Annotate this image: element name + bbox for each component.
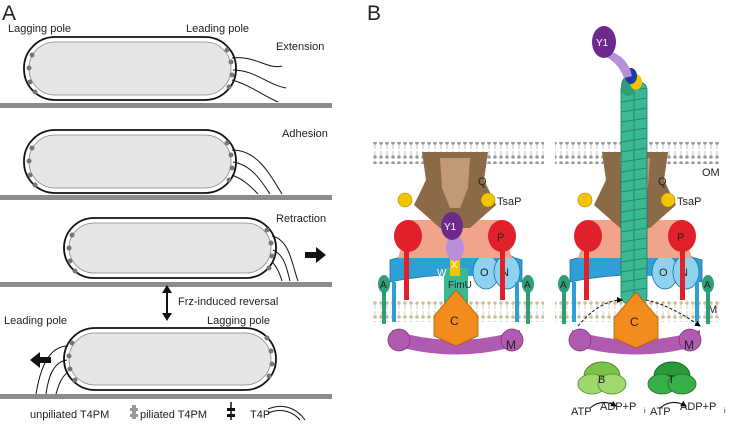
stage-retraction-label: Retraction <box>276 213 326 225</box>
panel-b: B OM IM M O N P <box>367 2 726 418</box>
energy-arrow-t <box>659 400 687 409</box>
protein-fimu-left: FimU <box>448 280 472 291</box>
leading-pole-bottom-label: Leading pole <box>4 315 67 327</box>
protein-q-left: Q <box>478 176 487 188</box>
substrate-3 <box>0 282 332 287</box>
panel-a: A Lagging pole Leading pole Extension <box>0 2 332 421</box>
substrate-4 <box>0 394 332 399</box>
protein-m-right: M <box>684 338 694 352</box>
reversal-label: Frz-induced reversal <box>178 296 278 308</box>
adp-t-label: ADP+P <box>680 401 716 413</box>
substrate-2 <box>0 195 332 200</box>
atp-b-label: ATP <box>571 406 592 418</box>
dashed-arrow-right <box>645 299 701 327</box>
legend: unpiliated T4PM piliated T4PM T4P <box>30 402 306 421</box>
protein-c-left: C <box>450 314 459 328</box>
legend-t4p: T4P <box>250 409 270 421</box>
protein-x-left: X <box>451 260 458 271</box>
atpase-t: T <box>647 361 697 395</box>
protein-a-right-2: A <box>704 280 711 291</box>
dashed-arrow-left <box>577 297 623 327</box>
protein-p-left: P <box>497 232 504 244</box>
legend-unpiliated: unpiliated T4PM <box>30 409 109 421</box>
protein-b: B <box>598 374 605 386</box>
adp-b-label: ADP+P <box>600 401 636 413</box>
protein-q-right: Q <box>658 176 667 188</box>
t4p-icon <box>267 405 306 421</box>
adp-t-subscript: i <box>724 408 726 415</box>
protein-y1-left: Y1 <box>444 222 457 233</box>
motion-arrow-left <box>30 352 51 368</box>
protein-c-right: C <box>630 315 639 329</box>
panel-b-label: B <box>367 2 381 25</box>
pilin-a-left <box>378 275 534 324</box>
machine-piliated: M O N P Q TsaP <box>558 26 714 355</box>
cell-reversed <box>35 327 277 395</box>
cell-retraction <box>63 217 299 282</box>
pilus-fiber <box>620 81 648 305</box>
protein-o-right: O <box>659 267 668 279</box>
protein-m-left: M <box>506 338 516 352</box>
substrate-1 <box>0 103 332 108</box>
cell-adhesion <box>23 129 283 195</box>
pilin-a-right <box>558 275 714 324</box>
protein-tsap-right: TsaP <box>677 196 701 208</box>
lagging-pole-label: Lagging pole <box>8 23 71 35</box>
panel-a-label: A <box>2 2 16 25</box>
leading-pole-label: Leading pole <box>186 23 249 35</box>
protein-a-right-1: A <box>560 280 567 291</box>
energy-arrow-b <box>589 400 617 409</box>
legend-piliated: piliated T4PM <box>140 409 207 421</box>
protein-p-right: P <box>677 232 684 244</box>
adp-b-subscript: i <box>644 408 646 415</box>
piliated-t4pm-icon <box>130 405 138 419</box>
machine-unpiliated: M O N P Q TsaP Y1 <box>378 152 534 355</box>
stage-extension-label: Extension <box>276 41 324 53</box>
atpase-b: B <box>577 361 627 395</box>
protein-a-left-2: A <box>524 280 531 291</box>
atp-t-label: ATP <box>650 406 671 418</box>
protein-w-left: W <box>437 268 447 279</box>
protein-tsap-left: TsaP <box>497 196 521 208</box>
protein-o-left: O <box>480 267 489 279</box>
lagging-pole-bottom-label: Lagging pole <box>207 315 270 327</box>
protein-a-left-1: A <box>380 280 387 291</box>
motion-arrow-right <box>305 247 326 263</box>
t4pm-symbol-icon <box>227 402 235 420</box>
stage-adhesion-label: Adhesion <box>282 128 328 140</box>
cell-extension <box>23 36 287 103</box>
protein-y1-right: Y1 <box>596 38 609 49</box>
om-label: OM <box>702 167 720 179</box>
protein-t: T <box>668 374 675 386</box>
